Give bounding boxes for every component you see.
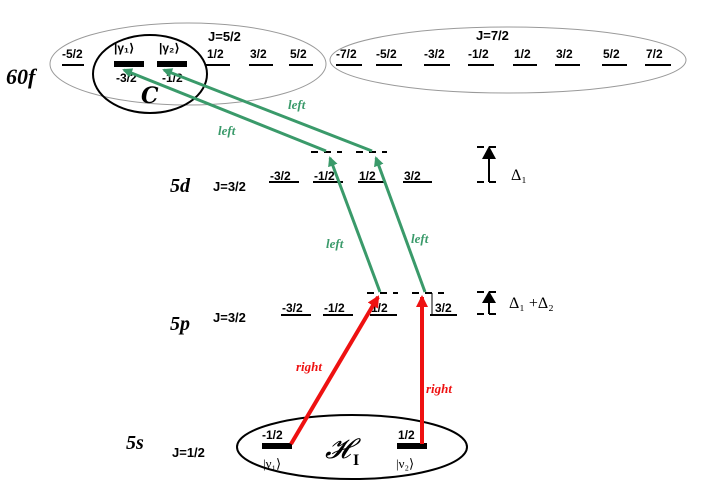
j72-ellipse (329, 26, 687, 94)
transition-5s-5p-label-1: right (296, 359, 322, 374)
level-name-5d: 5d (170, 175, 191, 197)
gamma2-sublevel-bar (157, 61, 187, 67)
5p-sublevels: -3/2 -1/2 1/2 3/2 (281, 301, 457, 316)
5d-sublevel-label-0: -3/2 (270, 169, 291, 183)
transition-5p-5d-1 (328, 156, 382, 293)
transition-5p-5d-label-2: left (411, 231, 429, 246)
transition-5d-60f-1 (122, 68, 327, 153)
f60-j72-label: J=7/2 (476, 28, 509, 43)
gamma1-ket: |γ₁⟩ (114, 41, 134, 55)
f72-sublevel-label-3: -1/2 (468, 47, 489, 61)
transition-5s-5p-1 (289, 295, 380, 446)
transition-5s-5p-label-2: right (426, 381, 452, 396)
f72-sublevel-label-6: 5/2 (603, 47, 620, 61)
delta12-arrow-head (482, 291, 496, 303)
f72-sublevel-label-1: -5/2 (376, 47, 397, 61)
delta1-label: Δ₁ (511, 167, 527, 184)
5s-sublevel-label-1: 1/2 (398, 428, 415, 442)
transition-5d-60f-label-1: left (218, 123, 236, 138)
nu1-sublevel-bar (262, 443, 292, 449)
5s-j-label: J=1/2 (172, 445, 205, 460)
nu1-ket: |ν₁⟩ (263, 456, 281, 471)
nu2-sublevel-bar (397, 443, 427, 449)
transition-5d-60f-label-2: left (288, 97, 306, 112)
5d-sublevel-label-1: -1/2 (314, 169, 335, 183)
f52-sublevel-label-4: 3/2 (250, 47, 267, 61)
computational-space-label: C (141, 83, 159, 109)
delta1-arrow-head (482, 146, 496, 159)
level-name-60f: 60f (6, 64, 38, 89)
5d-sublevel-label-3: 3/2 (404, 169, 421, 183)
gamma1-sublevel-bar (114, 61, 144, 67)
gamma2-ket: |γ₂⟩ (159, 41, 180, 55)
f72-sublevel-label-0: -7/2 (336, 47, 357, 61)
nu2-ket: |ν₂⟩ (396, 456, 414, 471)
f52-sublevel-label-5: 5/2 (290, 47, 307, 61)
f52-sublevel-label-0: -5/2 (62, 47, 83, 61)
j52-ellipse (49, 22, 327, 106)
delta12-label: Δ₁ +Δ₂ (509, 295, 554, 312)
5d-sublevels: -3/2 -1/2 1/2 3/2 (269, 169, 432, 183)
f72-sublevel-label-4: 1/2 (514, 47, 531, 61)
hilbert-space-subscript: I (353, 452, 359, 469)
5p-sublevel-label-3: 3/2 (435, 301, 452, 315)
transition-5d-60f-2 (162, 68, 373, 153)
level-name-5s: 5s (126, 432, 144, 454)
f72-sublevels: -7/2 -5/2 -3/2 -1/2 1/2 3/2 5/2 7/2 (336, 47, 671, 66)
hilbert-space-ellipse (236, 414, 468, 480)
transition-5p-5d-label-1: left (326, 236, 344, 251)
f72-sublevel-label-2: -3/2 (424, 47, 445, 61)
5p-sublevel-label-0: -3/2 (282, 301, 303, 315)
5p-j-label: J=3/2 (213, 310, 246, 325)
computational-space-ellipse (92, 34, 208, 114)
f72-sublevel-label-5: 3/2 (556, 47, 573, 61)
f72-sublevel-label-7: 7/2 (646, 47, 663, 61)
5d-sublevel-label-2: 1/2 (359, 169, 376, 183)
f52-sublevel-label-3: 1/2 (207, 47, 224, 61)
5d-j-label: J=3/2 (213, 179, 246, 194)
transition-5p-5d-2 (374, 156, 427, 293)
f60-j52-label: J=5/2 (208, 29, 241, 44)
level-name-5p: 5p (170, 313, 190, 335)
5p-sublevel-label-1: -1/2 (324, 301, 345, 315)
5s-sublevel-label-0: -1/2 (262, 428, 283, 442)
